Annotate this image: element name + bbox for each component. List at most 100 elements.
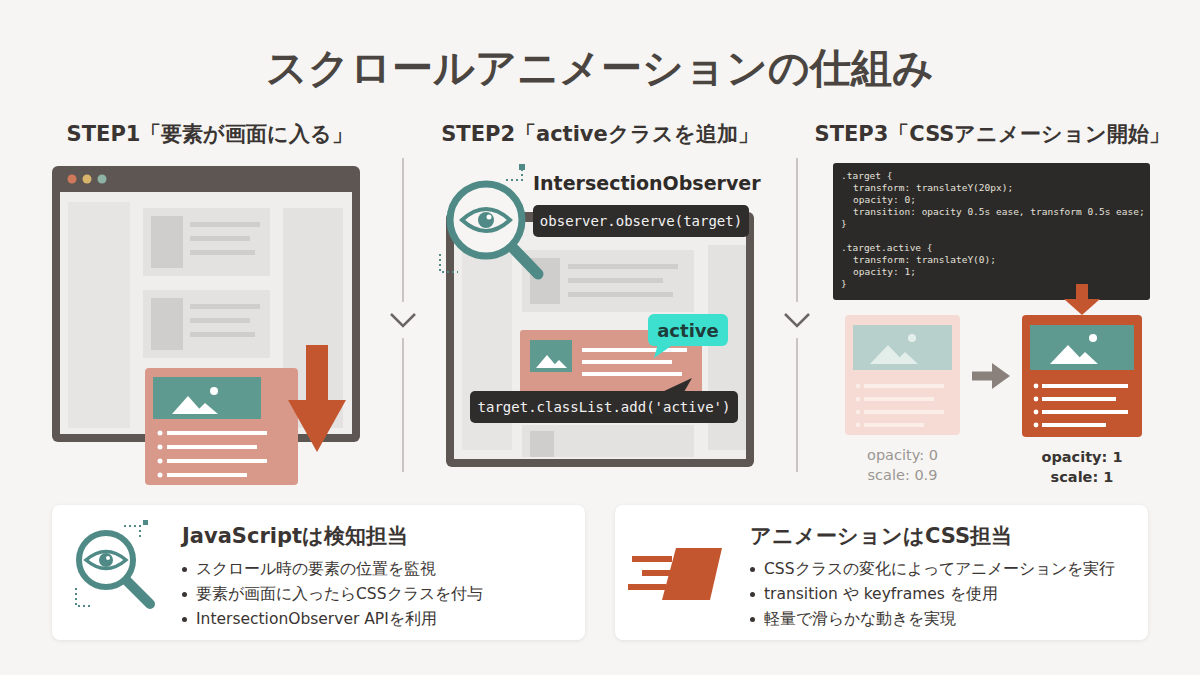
browser-window-part <box>582 360 672 364</box>
browser-window-part <box>662 378 692 392</box>
role-heading: JavaScriptは検知担当 <box>182 521 575 551</box>
step-divider-part <box>796 158 798 302</box>
code-line: opacity: 1; <box>841 266 1142 278</box>
after-card: opacity: 1scale: 1 <box>1022 315 1142 437</box>
flow-arrow <box>972 363 1010 389</box>
observer-magnifier-part <box>440 254 458 272</box>
browser-window-part <box>654 344 674 358</box>
step-divider-part <box>402 158 404 302</box>
arrow-head <box>992 363 1010 389</box>
entering-card-part <box>210 387 218 395</box>
entering-card-part <box>145 368 298 485</box>
browser-window-part <box>190 318 250 323</box>
step-panel: STEP3「CSSアニメーション開始」.target {transform: t… <box>805 118 1180 498</box>
observer-magnifier-part <box>450 184 522 256</box>
scroll-arrow-part <box>306 345 328 403</box>
role-box: アニメーションはCSS担当 CSSクラスの変化によってアニメーションを実行tran… <box>615 505 1148 640</box>
entering-card-part <box>167 431 267 435</box>
css-code-block: .target {transform: translateY(20px);opa… <box>833 163 1150 300</box>
code-chip: target.classList.add('active') <box>470 391 738 423</box>
browser-window-part <box>522 250 694 312</box>
step-divider <box>391 158 809 472</box>
role-body: アニメーションはCSS担当 CSSクラスの変化によってアニメーションを実行tran… <box>750 521 1138 632</box>
arrow-head <box>1064 299 1100 315</box>
state-value: scale: 1 <box>1041 467 1122 487</box>
role-box: JavaScriptは検知担当スクロール時の要素の位置を監視要素が画面に入ったら… <box>52 505 585 640</box>
state-caption: opacity: 0scale: 0.9 <box>867 445 938 485</box>
browser-window-part <box>582 372 682 376</box>
bullet-text: 軽量で滑らかな動きを実現 <box>764 607 956 632</box>
class-name: active <box>657 320 719 341</box>
before-card: opacity: 0scale: 0.9 <box>845 315 960 435</box>
bullet-row: 要素が画面に入ったらCSSクラスを付与 <box>182 582 575 607</box>
entering-card-part <box>153 377 261 419</box>
role-heading: アニメーションはCSS担当 <box>750 521 1138 551</box>
browser-window-part <box>190 250 255 255</box>
code-text: target.classList.add('active') <box>478 399 731 415</box>
observer-magnifier-part <box>519 164 525 170</box>
code-text: observer.observe(target) <box>540 213 742 229</box>
entering-card-part <box>167 445 257 449</box>
bullet-row: IntersectionObserver APIを利用 <box>182 607 575 632</box>
browser-window-part <box>530 340 572 372</box>
entering-card-part <box>158 431 163 436</box>
code-line: } <box>841 218 1142 230</box>
observer-magnifier-part <box>506 170 522 180</box>
bullet-text: CSSクラスの変化によってアニメーションを実行 <box>764 557 1115 582</box>
step-panel: STEP1「要素が画面に入る」 <box>40 118 380 498</box>
observer-magnifier <box>440 164 538 274</box>
browser-window-part <box>190 332 255 337</box>
role-body: JavaScriptは検知担当スクロール時の要素の位置を監視要素が画面に入ったら… <box>182 521 575 632</box>
code-line: .target { <box>841 170 1142 182</box>
bullet-text: IntersectionObserver APIを利用 <box>196 607 437 632</box>
browser-window-part <box>151 216 183 268</box>
bullet-dot <box>750 592 755 597</box>
browser-window-part <box>530 431 554 457</box>
step-heading: STEP2「activeクラスを追加」 <box>420 118 780 150</box>
step-divider-part <box>785 314 809 326</box>
step-divider-part <box>402 338 404 472</box>
code-line: transform: translateY(0); <box>841 254 1142 266</box>
step-divider-part <box>391 314 415 326</box>
observer-magnifier-part <box>478 212 494 228</box>
flow-arrow <box>1064 284 1100 315</box>
browser-window-part <box>568 292 673 297</box>
observer-magnifier-part <box>462 209 510 231</box>
bullet-dot <box>750 617 755 622</box>
scroll-arrow-part <box>288 400 346 452</box>
code-line: } <box>841 278 1142 290</box>
code-line: transform: translateY(20px); <box>841 182 1142 194</box>
step-heading: STEP1「要素が画面に入る」 <box>40 118 380 150</box>
entering-card-part <box>158 473 163 478</box>
browser-window-part <box>582 348 687 352</box>
browser-window-part <box>190 236 250 241</box>
browser-window-part <box>551 360 567 368</box>
entering-card-part <box>158 459 163 464</box>
code-line: opacity: 0; <box>841 194 1142 206</box>
entering-card-part <box>194 403 218 414</box>
bullet-dot <box>182 617 187 622</box>
bullet-row: 軽量で滑らかな動きを実現 <box>750 607 1138 632</box>
browser-window-part <box>190 222 260 227</box>
state-value: opacity: 1 <box>1041 447 1122 467</box>
browser-window-part <box>143 290 270 358</box>
bullet-dot <box>750 567 755 572</box>
browser-window-part <box>68 202 130 428</box>
browser-window-part <box>83 175 92 184</box>
browser-window-part <box>522 425 694 457</box>
observer-magnifier-part <box>512 247 538 274</box>
bullet-dot <box>182 592 187 597</box>
entering-card <box>145 368 298 485</box>
browser-window-part <box>143 208 270 276</box>
bullet-row: スクロール時の要素の位置を監視 <box>182 557 575 582</box>
code-chip: observer.observe(target) <box>533 205 749 237</box>
bullet-row: CSSクラスの変化によってアニメーションを実行 <box>750 557 1138 582</box>
bullet-text: 要素が画面に入ったらCSSクラスを付与 <box>196 582 483 607</box>
step-heading: STEP3「CSSアニメーション開始」 <box>805 118 1180 150</box>
bullet-text: スクロール時の要素の位置を監視 <box>196 557 436 582</box>
observer-magnifier-part <box>487 215 492 220</box>
bullet-text: transition や keyframes を使用 <box>764 582 998 607</box>
diagram-title: スクロールアニメーションの仕組み <box>0 40 1200 96</box>
annotation-label: IntersectionObserver <box>533 172 761 194</box>
browser-window-part <box>568 264 678 269</box>
